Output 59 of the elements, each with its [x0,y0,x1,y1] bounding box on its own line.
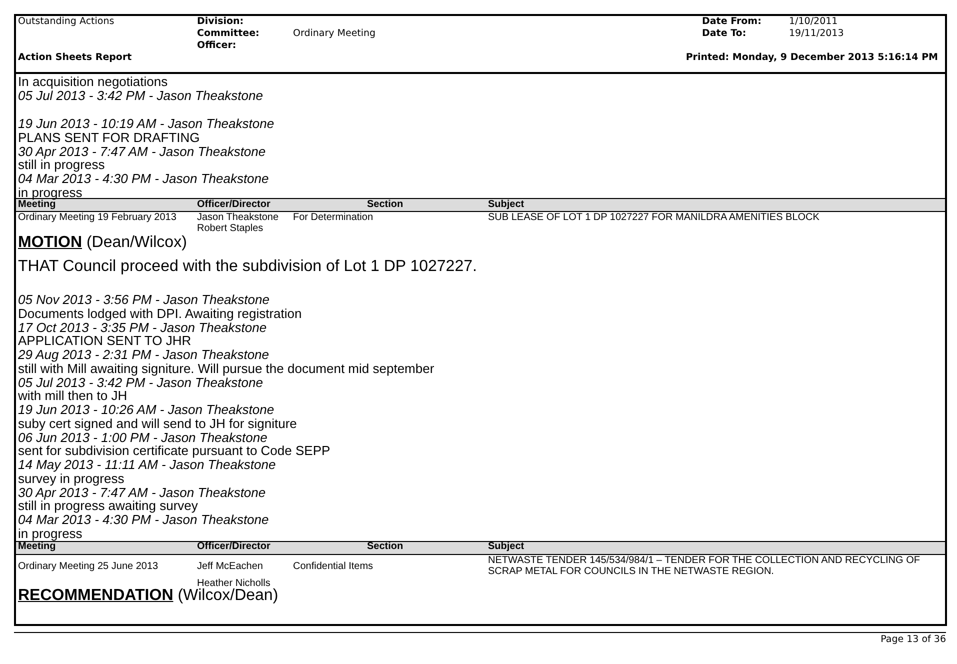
note-text: sent for subdivision certificate pursuant to Code SEPP [18,444,330,459]
note-text: in progress [18,186,82,200]
timestamp-text: 06 Jun 2013 - 1:00 PM - Jason Theakstone [18,430,268,445]
note-text: survey in progress [18,472,124,486]
column-header: Officer/Director [197,541,270,552]
field-label: Date To: [702,29,746,40]
date-value: 1/10/2011 [789,17,838,28]
timestamp-text: 19 Jun 2013 - 10:26 AM - Jason Theakstone [18,403,274,418]
table-cell: SUB LEASE OF LOT 1 DP 1027227 FOR MANILDRA AMENITIES BLOCK [488,212,820,223]
note-text: Documents lodged with DPI. Awaiting registration [18,306,302,322]
table-cell: Ordinary Meeting 19 February 2013 [18,212,176,223]
timestamp-text: 14 May 2013 - 11:11 AM - Jason Theakstone [18,458,276,472]
note-text: PLANS SENT FOR DRAFTING [18,131,200,146]
column-header: Officer/Director [197,199,270,210]
timestamp-text: 19 Jun 2013 - 10:19 AM - Jason Theakstone [18,117,274,132]
column-header: Meeting [18,199,56,210]
note-text: still with Mill awaiting signiture. Will pursue the document mid september [18,362,434,376]
timestamp-text: 04 Mar 2013 - 4:30 PM - Jason Theakstone [18,172,269,186]
table-cell: Jeff McEachen [197,561,263,572]
recommendation-heading: RECOMMENDATION (Wilcox/Dean) [18,587,278,605]
table-cell: Confidential Items [293,561,374,572]
timestamp-text: 05 Jul 2013 - 3:42 PM - Jason Theakstone [18,89,263,104]
note-text: still in progress [18,158,105,172]
table-cell-text: NETWASTE TENDER 145/534/984/1 – TENDER FOR THE COLLECTION AND RECYCLING OF SCRAP METAL FOR COUNCILS IN THE NETWASTE REGION. [488,555,921,577]
note-text: APPLICATION SENT TO JHR [18,334,192,349]
field-label: Officer: [197,41,236,52]
timestamp-text: 29 Aug 2013 - 2:31 PM - Jason Theakstone [18,348,270,362]
note-text: in progress [18,526,82,541]
column-header: Section [367,541,404,552]
timestamp-text: 30 Apr 2013 - 7:47 AM - Jason Theakstone [18,145,266,160]
note-text: In acquisition negotiations [18,75,168,90]
printed-date: Printed: Monday, 9 December 2013 5:16:14 PM [686,53,938,64]
column-header: Section [367,199,404,210]
field-value: Ordinary Meeting [293,29,376,40]
column-header: Subject [488,541,524,552]
note-text: still in progress awaiting survey [18,499,198,514]
field-label: Division: [197,17,244,28]
column-header: Subject [488,199,524,210]
report-type: Outstanding Actions [18,17,114,28]
table-cell: Heather Nicholls [197,578,270,589]
note-text: with mill then to JH [18,389,128,404]
table-cell: Ordinary Meeting 25 June 2013 [18,561,158,572]
field-label: Committee: [197,29,260,40]
motion-heading: MOTION (Dean/Wilcox) [18,234,187,252]
table-cell: Robert Staples [197,223,264,234]
timestamp-text: 30 Apr 2013 - 7:47 AM - Jason Theakstone [18,486,266,500]
resolution-text: THAT Council proceed with the subdivision of Lot 1 DP 1027227. [18,258,477,276]
timestamp-text: 17 Oct 2013 - 3:35 PM - Jason Theakstone [18,320,267,335]
table-cell: Jason Theakstone [197,212,279,223]
report-title: Action Sheets Report [18,53,132,64]
timestamp-text: 05 Nov 2013 - 3:56 PM - Jason Theakstone [18,293,270,308]
date-value: 19/11/2013 [789,29,844,40]
column-header: Meeting [18,541,56,552]
note-text: suby cert signed and will send to JH for signiture [18,416,297,432]
timestamp-text: 04 Mar 2013 - 4:30 PM - Jason Theakstone [18,513,269,528]
page-number: Page 13 of 36 [880,635,946,646]
timestamp-text: 05 Jul 2013 - 3:42 PM - Jason Theakstone [18,376,263,390]
table-cell: For Determination [293,212,374,223]
field-label: Date From: [702,17,762,28]
